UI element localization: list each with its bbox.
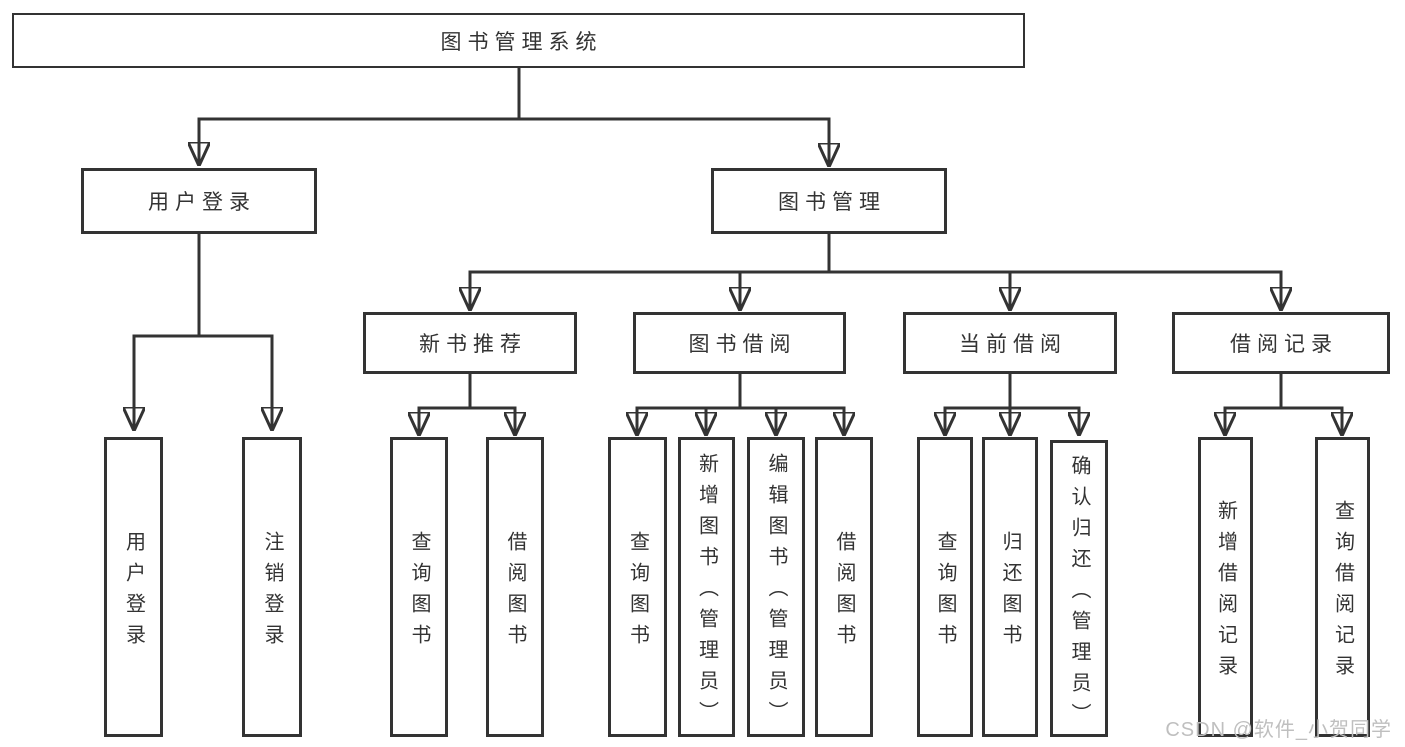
leaf-borrow-add-books-admin: 新增图书（管理员） xyxy=(678,437,735,737)
leaf-borrow-add-books-admin-label: 新增图书（管理员） xyxy=(695,453,718,732)
leaf-borrow-edit-books-admin-label: 编辑图书（管理员） xyxy=(765,453,787,732)
node-user-login-module: 用户登录 xyxy=(81,168,317,234)
leaf-current-confirm-return-admin: 确认归还（管理员） xyxy=(1050,440,1108,737)
leaf-current-confirm-return-admin-label: 确认归还（管理员） xyxy=(1068,454,1090,734)
node-current-borrow-label: 当前借阅 xyxy=(959,333,1067,356)
leaf-recommend-borrow-books-label: 借阅图书 xyxy=(504,530,526,655)
node-borrow-record: 借阅记录 xyxy=(1172,312,1390,374)
branch-new-book-recommend xyxy=(418,374,517,434)
node-book-borrow: 图书借阅 xyxy=(633,312,846,374)
leaf-record-query-borrow-record-label: 查询借阅记录 xyxy=(1331,499,1354,686)
csdn-watermark: CSDN @软件_小贺同学 xyxy=(1165,719,1392,741)
leaf-record-add-borrow-record-label: 新增借阅记录 xyxy=(1214,499,1237,686)
leaf-borrow-borrow-books-label: 借阅图书 xyxy=(833,530,855,655)
leaf-record-query-borrow-record: 查询借阅记录 xyxy=(1315,437,1370,737)
node-user-login-module-label: 用户登录 xyxy=(148,191,256,214)
node-root-system-label: 图书管理系统 xyxy=(440,30,603,54)
leaf-recommend-query-books: 查询图书 xyxy=(390,437,448,737)
leaf-user-login-label: 用户登录 xyxy=(122,530,145,655)
leaf-recommend-query-books-label: 查询图书 xyxy=(408,530,430,655)
node-current-borrow: 当前借阅 xyxy=(903,312,1117,374)
branch-book-borrow xyxy=(636,374,846,434)
node-book-borrow-label: 图书借阅 xyxy=(688,333,797,356)
branch-current-borrow xyxy=(944,374,1081,434)
leaf-recommend-borrow-books: 借阅图书 xyxy=(486,437,544,737)
node-new-book-recommend: 新书推荐 xyxy=(363,312,577,374)
leaf-logout-label: 注销登录 xyxy=(261,530,283,655)
leaf-borrow-query-books-label: 查询图书 xyxy=(626,530,649,655)
branch-root-to-level2 xyxy=(198,68,831,165)
leaf-user-login: 用户登录 xyxy=(104,437,163,737)
leaf-current-query-books: 查询图书 xyxy=(917,437,973,737)
node-book-management-module-label: 图书管理 xyxy=(778,191,886,214)
leaf-current-return-books: 归还图书 xyxy=(982,437,1038,737)
leaf-borrow-query-books: 查询图书 xyxy=(608,437,667,737)
leaf-current-return-books-label: 归还图书 xyxy=(999,530,1021,655)
node-new-book-recommend-label: 新书推荐 xyxy=(419,333,527,356)
branch-user-login xyxy=(133,233,274,429)
node-root-system: 图书管理系统 xyxy=(12,13,1025,68)
leaf-record-add-borrow-record: 新增借阅记录 xyxy=(1198,437,1253,737)
leaf-current-query-books-label: 查询图书 xyxy=(934,530,956,655)
branch-book-management xyxy=(469,234,1283,309)
leaf-logout: 注销登录 xyxy=(242,437,302,737)
leaf-borrow-borrow-books: 借阅图书 xyxy=(815,437,873,737)
branch-borrow-record xyxy=(1224,374,1344,434)
node-borrow-record-label: 借阅记录 xyxy=(1230,333,1338,356)
node-book-management-module: 图书管理 xyxy=(711,168,947,234)
leaf-borrow-edit-books-admin: 编辑图书（管理员） xyxy=(747,437,805,737)
